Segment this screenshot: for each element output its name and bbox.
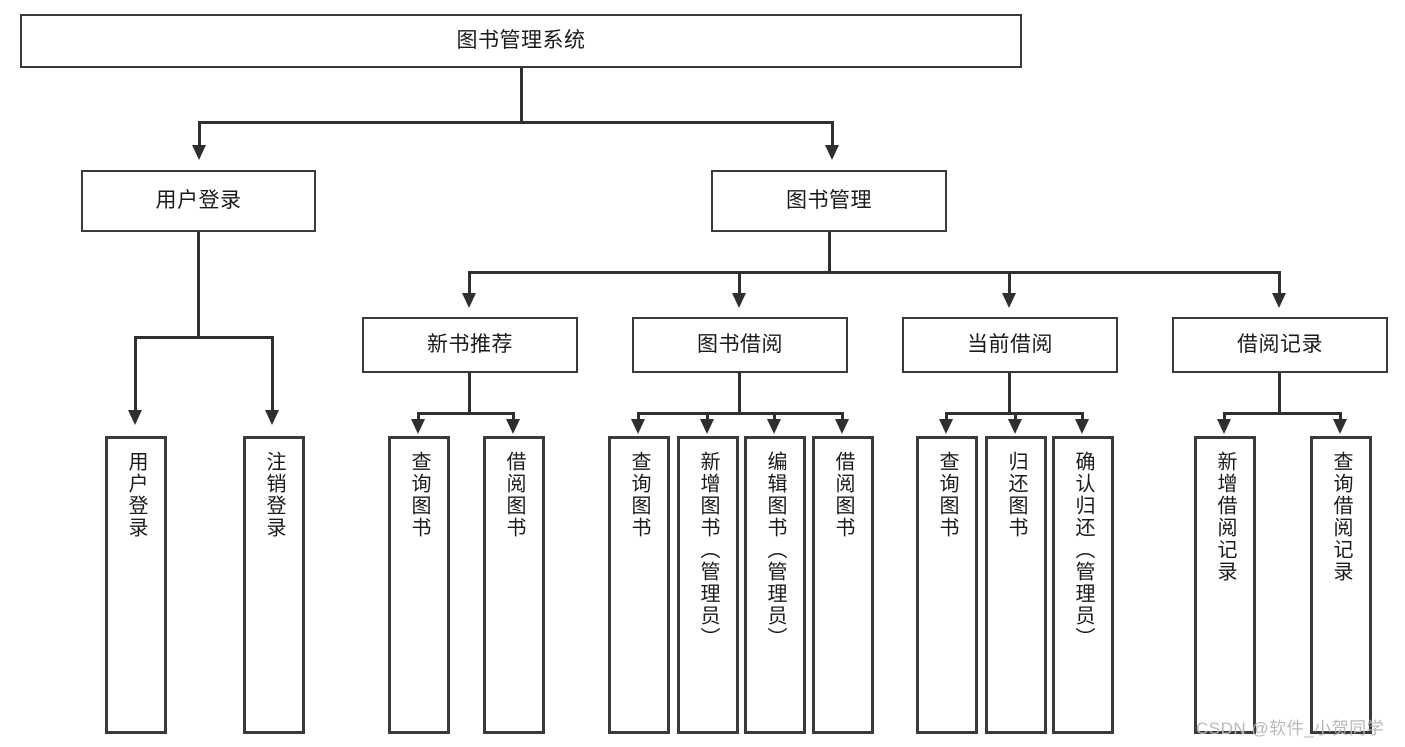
arrowhead-bb-to-leaf-1 xyxy=(631,419,645,434)
node-current-borrowing[interactable]: 当前借阅 xyxy=(902,317,1118,373)
arrowhead-cb-to-leaf-1 xyxy=(939,419,953,434)
watermark-text: CSDN @软件_小贺同学 xyxy=(1196,719,1385,738)
node-label: 新书推荐 xyxy=(427,332,513,356)
connector-nbr-stem xyxy=(468,373,471,413)
connector-br-to-leaf-1 xyxy=(1223,412,1226,422)
node-book-management[interactable]: 图书管理 xyxy=(711,170,947,232)
leaf-add-book-admin[interactable]: 新增图书（管理员） xyxy=(677,436,739,734)
leaf-label: 查询图书 xyxy=(628,451,650,539)
connector-root-bus xyxy=(198,121,834,124)
leaf-query-books-recommendation[interactable]: 查询图书 xyxy=(388,436,450,734)
arrowhead-root-to-user-login xyxy=(192,145,206,160)
arrowhead-bm-to-current-borrow xyxy=(1002,293,1016,308)
arrowhead-root-to-book-management xyxy=(825,145,839,160)
arrowhead-bm-to-book-borrow xyxy=(732,293,746,308)
leaf-query-books-current[interactable]: 查询图书 xyxy=(916,436,978,734)
connector-nbr-to-leaf-2 xyxy=(512,412,515,422)
node-book-borrowing[interactable]: 图书借阅 xyxy=(632,317,848,373)
connector-br-stem xyxy=(1278,373,1281,413)
connector-nbr-bus xyxy=(417,412,515,415)
arrowhead-user-login-to-leaf-1 xyxy=(128,410,142,425)
connector-bb-to-leaf-3 xyxy=(773,412,776,422)
node-label: 图书借阅 xyxy=(697,332,783,356)
connector-root-to-user-login xyxy=(198,121,201,147)
leaf-borrow-books-borrowing[interactable]: 借阅图书 xyxy=(812,436,874,734)
leaf-label: 确认归还（管理员） xyxy=(1072,451,1094,649)
node-label: 图书管理系统 xyxy=(456,28,586,52)
connector-bb-stem xyxy=(738,373,741,413)
leaf-label: 查询借阅记录 xyxy=(1330,451,1352,583)
connector-user-login-to-leaf-1 xyxy=(134,336,137,412)
node-label: 图书管理 xyxy=(786,188,872,212)
connector-cb-to-leaf-2 xyxy=(1014,412,1017,422)
connector-book-management-stem xyxy=(828,232,831,272)
leaf-label: 借阅图书 xyxy=(832,451,854,539)
connector-bm-to-new-book-rec xyxy=(468,271,471,295)
leaf-borrow-books-recommendation[interactable]: 借阅图书 xyxy=(483,436,545,734)
leaf-label: 用户登录 xyxy=(125,451,147,539)
connector-book-management-bus xyxy=(468,271,1278,274)
connector-bm-to-book-borrow xyxy=(738,271,741,295)
leaf-return-books[interactable]: 归还图书 xyxy=(985,436,1047,734)
connector-br-to-leaf-2 xyxy=(1339,412,1342,422)
node-label: 借阅记录 xyxy=(1237,332,1323,356)
leaf-add-borrow-record[interactable]: 新增借阅记录 xyxy=(1194,436,1256,734)
arrowhead-bb-to-leaf-2 xyxy=(700,419,714,434)
connector-root-to-book-management xyxy=(831,121,834,147)
connector-bb-to-leaf-4 xyxy=(841,412,844,422)
node-label: 当前借阅 xyxy=(967,332,1053,356)
arrowhead-br-to-leaf-2 xyxy=(1333,419,1347,434)
connector-br-bus xyxy=(1223,412,1341,415)
connector-root-stem xyxy=(520,68,523,122)
leaf-edit-book-admin[interactable]: 编辑图书（管理员） xyxy=(744,436,806,734)
leaf-label: 查询图书 xyxy=(408,451,430,539)
arrowhead-bb-to-leaf-3 xyxy=(767,419,781,434)
leaf-user-login[interactable]: 用户登录 xyxy=(105,436,167,734)
node-label: 用户登录 xyxy=(155,188,242,212)
leaf-label: 注销登录 xyxy=(263,451,285,539)
connector-bm-to-current-borrow xyxy=(1008,271,1011,295)
arrowhead-nbr-to-leaf-1 xyxy=(411,419,425,434)
node-borrowing-record[interactable]: 借阅记录 xyxy=(1172,317,1388,373)
connector-bb-to-leaf-1 xyxy=(637,412,640,422)
arrowhead-cb-to-leaf-2 xyxy=(1008,419,1022,434)
leaf-label: 归还图书 xyxy=(1005,451,1027,539)
arrowhead-cb-to-leaf-3 xyxy=(1075,419,1089,434)
node-user-login[interactable]: 用户登录 xyxy=(81,170,316,232)
arrowhead-bm-to-borrow-record xyxy=(1272,293,1286,308)
node-new-book-recommendation[interactable]: 新书推荐 xyxy=(362,317,578,373)
leaf-confirm-return-admin[interactable]: 确认归还（管理员） xyxy=(1052,436,1114,734)
leaf-logout[interactable]: 注销登录 xyxy=(243,436,305,734)
arrowhead-bb-to-leaf-4 xyxy=(835,419,849,434)
connector-user-login-to-leaf-2 xyxy=(271,336,274,412)
connector-nbr-to-leaf-1 xyxy=(417,412,420,422)
connector-cb-stem xyxy=(1008,373,1011,413)
arrowhead-br-to-leaf-1 xyxy=(1217,419,1231,434)
connector-bb-bus xyxy=(637,412,843,415)
connector-user-login-stem xyxy=(197,232,200,337)
connector-bb-to-leaf-2 xyxy=(706,412,709,422)
arrowhead-nbr-to-leaf-2 xyxy=(506,419,520,434)
connector-cb-to-leaf-3 xyxy=(1081,412,1084,422)
connector-user-login-bus xyxy=(134,336,272,339)
connector-cb-to-leaf-1 xyxy=(945,412,948,422)
leaf-label: 查询图书 xyxy=(936,451,958,539)
leaf-query-borrow-record[interactable]: 查询借阅记录 xyxy=(1310,436,1372,734)
leaf-query-books-borrowing[interactable]: 查询图书 xyxy=(608,436,670,734)
node-root-book-management-system[interactable]: 图书管理系统 xyxy=(20,14,1022,68)
leaf-label: 新增图书（管理员） xyxy=(697,451,719,649)
leaf-label: 新增借阅记录 xyxy=(1214,451,1236,583)
leaf-label: 编辑图书（管理员） xyxy=(764,451,786,649)
arrowhead-user-login-to-leaf-2 xyxy=(265,410,279,425)
connector-bm-to-borrow-record xyxy=(1278,271,1281,295)
arrowhead-bm-to-new-book-rec xyxy=(462,293,476,308)
leaf-label: 借阅图书 xyxy=(503,451,525,539)
